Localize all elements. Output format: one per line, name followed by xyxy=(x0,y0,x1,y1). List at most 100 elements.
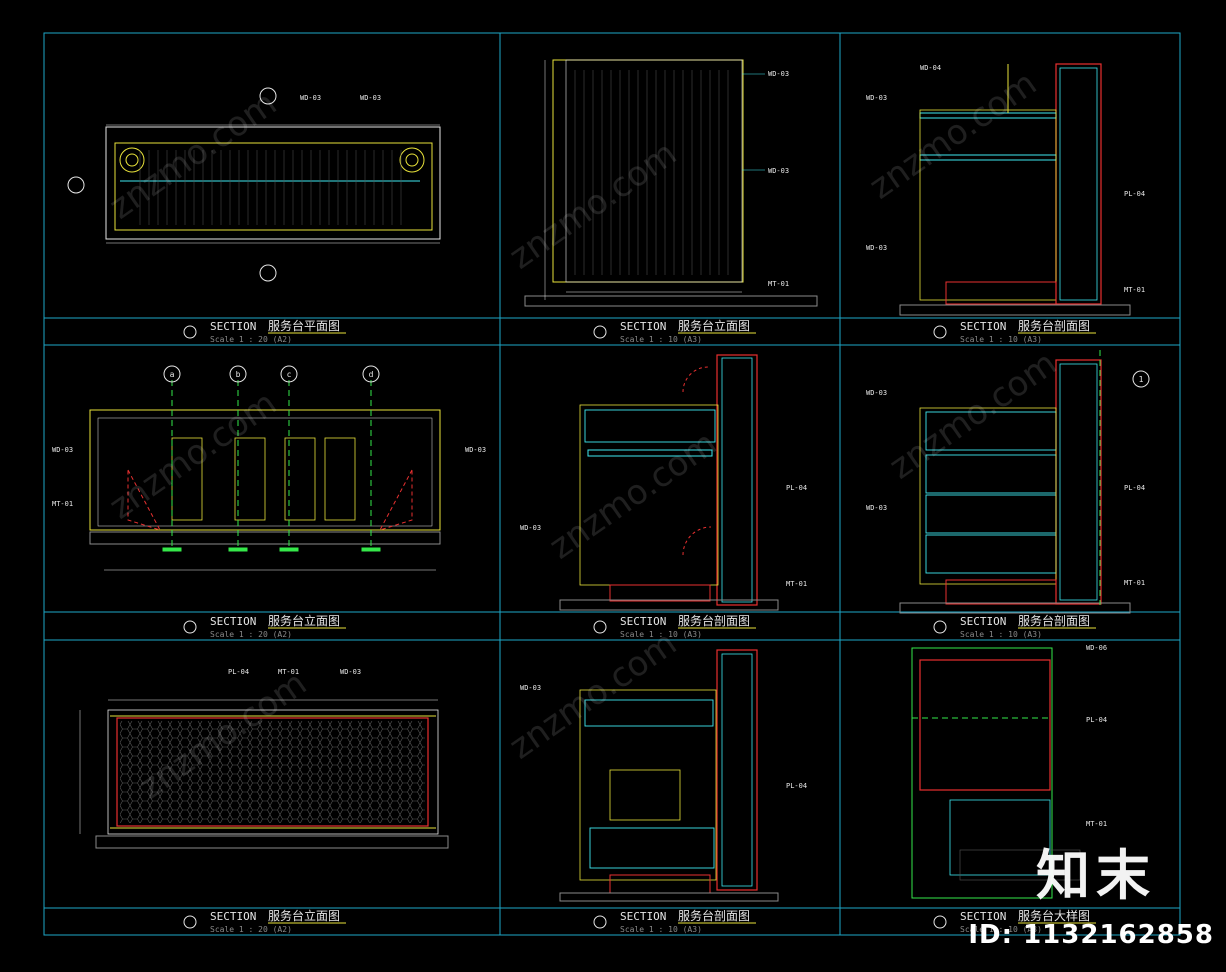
panel-scale: Scale 1 : 20 (A2) xyxy=(210,335,292,344)
p4-axis-label: c xyxy=(287,370,292,379)
watermark-logo: 知末 xyxy=(1036,844,1156,907)
panel-marker xyxy=(183,915,197,929)
material-code: PL-04 xyxy=(1124,484,1145,492)
material-code: WD-06 xyxy=(1086,644,1107,652)
watermark-faint: znzmo.com xyxy=(862,63,1044,207)
p1-sink-inner xyxy=(125,153,139,167)
material-code: PL-04 xyxy=(228,668,249,676)
p8-wall-cyan xyxy=(721,653,753,887)
material-code: WD-03 xyxy=(360,94,381,102)
p6-floor xyxy=(899,602,1131,614)
panel-marker xyxy=(933,620,947,634)
p5-wall-red xyxy=(716,354,758,606)
p6-axis-label: 1 xyxy=(1139,375,1144,384)
p1-sink-circle xyxy=(119,147,145,173)
p2-panel-inner xyxy=(565,59,743,283)
material-code: WD-03 xyxy=(866,389,887,397)
material-code: WD-03 xyxy=(300,94,321,102)
p3-wall-red xyxy=(1055,63,1102,305)
panel-title: 服务台平面图 xyxy=(268,318,340,333)
panel-title: 服务台立面图 xyxy=(268,613,340,628)
material-code: WD-03 xyxy=(768,70,789,78)
p3-floor xyxy=(899,304,1131,316)
p5-wall-cyan xyxy=(721,357,753,603)
p1-counter-top xyxy=(114,142,433,231)
panel-scale: Scale 1 : 10 (A3) xyxy=(620,630,702,639)
p7-floor xyxy=(95,835,449,849)
p6-drawer xyxy=(925,454,1057,494)
panel-section-label: SECTION xyxy=(620,615,666,628)
p4-door xyxy=(324,437,356,521)
material-code: WD-03 xyxy=(520,524,541,532)
p8-wall-red xyxy=(716,649,758,891)
panel-section-label: SECTION xyxy=(210,320,256,333)
p4-door xyxy=(284,437,316,521)
p8-opening xyxy=(609,769,681,821)
p6-wall-red xyxy=(1055,359,1102,605)
p3-cabinet xyxy=(919,109,1057,301)
p4-door xyxy=(234,437,266,521)
panel-scale: Scale 1 : 20 (A2) xyxy=(210,925,292,934)
panel-title: 服务台立面图 xyxy=(268,908,340,923)
watermark-faint: znzmo.com xyxy=(502,623,684,767)
sheet-border xyxy=(43,32,1181,936)
p4-axis-foot xyxy=(361,547,381,552)
panel-title: 服务台剖面图 xyxy=(1018,318,1090,333)
panel-marker xyxy=(593,915,607,929)
p4-axis-foot xyxy=(162,547,182,552)
p1-axis-marker xyxy=(67,176,85,194)
panel-title: 服务台剖面图 xyxy=(678,908,750,923)
p7-outline xyxy=(107,709,439,835)
material-code: PL-04 xyxy=(786,484,807,492)
material-code: MT-01 xyxy=(768,280,789,288)
panel-marker xyxy=(183,325,197,339)
p6-drawer xyxy=(925,494,1057,534)
p4-axis-foot xyxy=(279,547,299,552)
material-code: WD-03 xyxy=(52,446,73,454)
p1-axis-marker xyxy=(259,87,277,105)
panel-scale: Scale 1 : 10 (A3) xyxy=(960,630,1042,639)
panel-title: 服务台立面图 xyxy=(678,318,750,333)
material-code: MT-01 xyxy=(278,668,299,676)
material-code: WD-03 xyxy=(866,244,887,252)
p4-axis-bubble xyxy=(163,365,181,383)
panel-section-label: SECTION xyxy=(620,320,666,333)
p5-floor xyxy=(559,599,779,611)
material-code: MT-01 xyxy=(1124,286,1145,294)
panel-scale: Scale 1 : 10 (A3) xyxy=(620,925,702,934)
p3-wall-cyan xyxy=(1059,67,1098,301)
watermark-faint: znzmo.com xyxy=(882,343,1064,487)
p9-hatch xyxy=(959,849,1081,881)
material-code: PL-04 xyxy=(786,782,807,790)
panel-section-label: SECTION xyxy=(210,910,256,923)
p6-axis-bubble xyxy=(1132,370,1150,388)
p5-shelf xyxy=(587,449,713,457)
panel-section-label: SECTION xyxy=(960,320,1006,333)
p1-counter-outline xyxy=(105,126,441,240)
p9-block-cyan xyxy=(949,799,1051,876)
material-code: PL-04 xyxy=(1124,190,1145,198)
material-code: PL-04 xyxy=(1086,716,1107,724)
p4-axis-label: a xyxy=(170,370,175,379)
p4-axis-label: b xyxy=(236,370,241,379)
material-code: MT-01 xyxy=(1124,579,1145,587)
material-code: WD-04 xyxy=(920,64,941,72)
p8-drawer-top xyxy=(584,699,714,727)
material-code: WD-03 xyxy=(866,94,887,102)
material-code: MT-01 xyxy=(52,500,73,508)
panel-title: 服务台剖面图 xyxy=(678,613,750,628)
p8-base xyxy=(609,874,711,894)
p4-inner xyxy=(97,417,433,527)
p7-panel-red xyxy=(116,717,429,827)
p5-door-swing xyxy=(682,526,712,556)
material-code: WD-03 xyxy=(340,668,361,676)
material-code: WD-03 xyxy=(520,684,541,692)
p8-drawer-bottom xyxy=(589,827,715,869)
p1-sink-circle xyxy=(399,147,425,173)
p9-outline-green xyxy=(911,647,1053,899)
p5-top-swing xyxy=(682,366,709,393)
panel-section-label: SECTION xyxy=(620,910,666,923)
panel-scale: Scale 1 : 10 (A3) xyxy=(620,335,702,344)
